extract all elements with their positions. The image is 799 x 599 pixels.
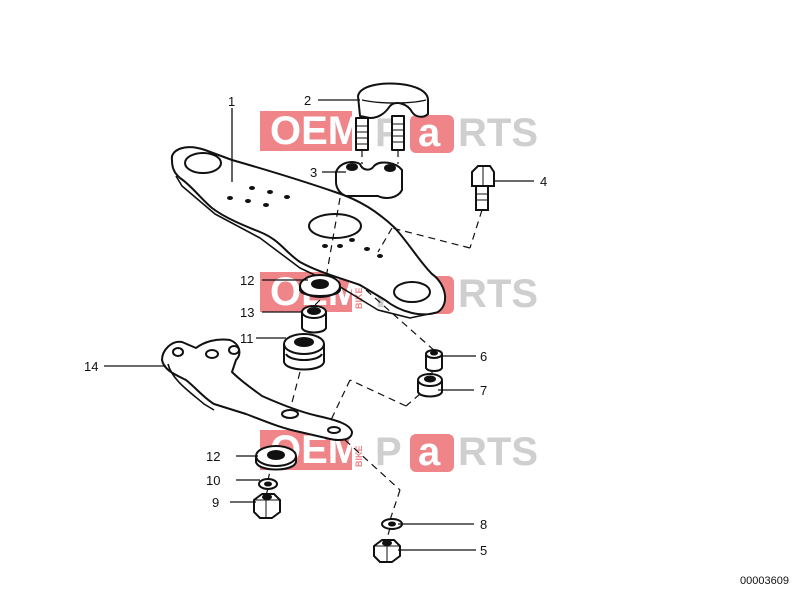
callout-11: 11 [240, 331, 254, 346]
part-spacer [425, 349, 443, 372]
part-rubber-mount [283, 333, 325, 371]
leader-lines [104, 99, 534, 551]
callout-10: 10 [206, 473, 220, 488]
part-bolt [471, 165, 495, 211]
watermark-bottom: OEM BIKE P a RTS [260, 428, 538, 474]
svg-text:a: a [418, 111, 441, 155]
part-clamp-bottom [335, 161, 403, 199]
part-washer-lower [255, 445, 297, 471]
callout-1: 1 [228, 94, 235, 109]
callout-5: 5 [480, 543, 487, 558]
svg-text:RTS: RTS [458, 430, 538, 474]
part-bushing [301, 305, 327, 334]
callout-3: 3 [310, 165, 317, 180]
watermark-top: OEM BIKE P a RTS [260, 109, 538, 155]
callout-4: 4 [540, 174, 547, 189]
svg-text:P: P [375, 430, 402, 474]
callout-7: 7 [480, 383, 487, 398]
part-grommet [417, 373, 443, 398]
callout-6: 6 [480, 349, 487, 364]
callout-12-lower: 12 [206, 449, 220, 464]
callout-8: 8 [480, 517, 487, 532]
svg-text:OEM: OEM [270, 109, 361, 153]
callout-14: 14 [84, 359, 98, 374]
part-small-washer [258, 478, 278, 490]
svg-text:a: a [418, 430, 441, 474]
part-clamp-top [355, 82, 429, 151]
part-lower-bracket [161, 338, 353, 441]
callout-12-upper: 12 [240, 273, 254, 288]
callout-9: 9 [212, 495, 219, 510]
svg-text:RTS: RTS [458, 272, 538, 316]
part-nut-right [373, 539, 401, 563]
part-washer-upper [299, 274, 341, 298]
svg-text:BIKE: BIKE [354, 445, 364, 467]
svg-text:RTS: RTS [458, 111, 538, 155]
part-nut-left [253, 493, 281, 519]
diagram-reference-number: 00003609 [740, 575, 789, 587]
callout-2: 2 [304, 93, 311, 108]
callout-13: 13 [240, 305, 254, 320]
assembly-lines [265, 150, 483, 543]
